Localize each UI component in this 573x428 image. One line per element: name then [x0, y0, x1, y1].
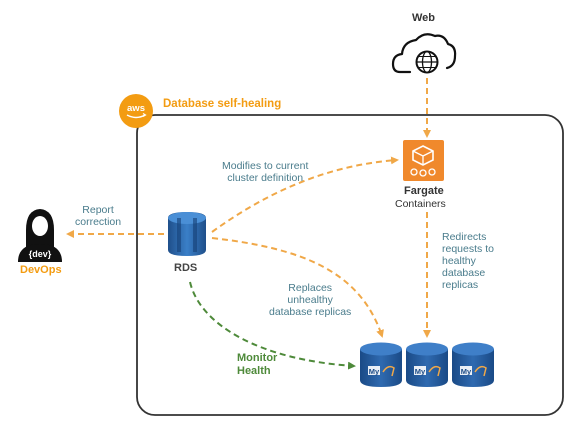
database-icon: My — [452, 342, 494, 387]
rds-label: RDS — [174, 262, 198, 274]
db-badge: My — [461, 367, 472, 376]
report-label: Report correction — [75, 204, 122, 228]
database-icon: My — [360, 342, 402, 387]
modifies-label: Modifies to current cluster definition — [222, 160, 309, 184]
db-badge: My — [369, 367, 380, 376]
devops-label: DevOps — [20, 264, 62, 276]
rds-monitor-health-arrow — [189, 281, 356, 370]
devops-person-icon: {dev} — [18, 209, 62, 262]
fargate-icon — [403, 140, 444, 181]
db-badge: My — [415, 367, 426, 376]
aws-badge-text: aws — [127, 103, 145, 114]
web-label: Web — [412, 12, 436, 24]
aws-logo-icon: aws — [119, 94, 153, 128]
rds-to-fargate-arrow — [211, 156, 399, 233]
rds-icon — [168, 212, 206, 256]
redirects-label: Redirects requests to healthy database r… — [442, 231, 494, 291]
group-boundary — [136, 114, 564, 416]
fargate-subtitle: Containers — [395, 198, 446, 210]
monitor-health-label: Monitor Health — [237, 352, 278, 377]
dev-tag: {dev} — [29, 249, 52, 259]
fargate-title: Fargate — [404, 185, 444, 197]
rds-to-database-arrow — [211, 237, 384, 338]
database-icon: My — [406, 342, 448, 387]
web-cloud-icon — [391, 33, 457, 74]
group-title: Database self-healing — [163, 98, 282, 110]
replaces-label: Replaces unhealthy database replicas — [269, 282, 352, 318]
